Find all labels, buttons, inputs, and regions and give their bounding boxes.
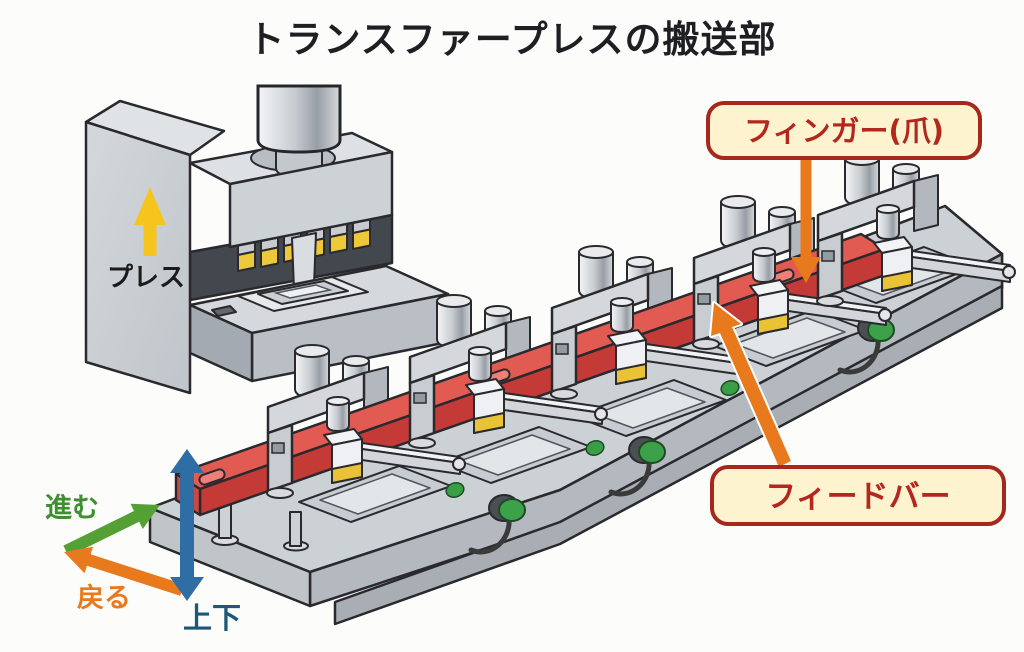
feedbar-callout: フィードバー xyxy=(709,301,1006,526)
table-lower-tier xyxy=(333,284,1004,626)
feedbar-callout-arrow-icon xyxy=(709,301,793,469)
return-label: 戻る xyxy=(77,583,131,614)
updown-label: 上下 xyxy=(183,601,241,635)
press-label: プレス xyxy=(107,263,185,293)
feedbar-callout-box xyxy=(710,465,1006,526)
press-base xyxy=(188,264,450,383)
advance-label: 進む xyxy=(45,493,99,524)
finger-callout: フィンガー(爪) xyxy=(706,101,982,283)
return-arrow-icon xyxy=(64,546,184,596)
press-crown xyxy=(188,84,394,249)
feedbar-callout-label: フィードバー xyxy=(765,479,950,515)
finger-callout-box xyxy=(706,101,982,160)
press-column xyxy=(84,99,226,395)
updown-arrow-icon xyxy=(170,449,204,601)
finger-callout-arrow-icon xyxy=(791,160,821,283)
finger-callout-label: フィンガー(爪) xyxy=(744,114,944,148)
press-machine: プレス xyxy=(84,84,450,395)
press-up-arrow-icon xyxy=(134,187,166,256)
page-title: トランスファープレスの搬送部 xyxy=(247,18,776,61)
motion-arrows: 進む 戻る 上下 xyxy=(45,449,241,635)
advance-arrow-icon xyxy=(63,503,160,557)
